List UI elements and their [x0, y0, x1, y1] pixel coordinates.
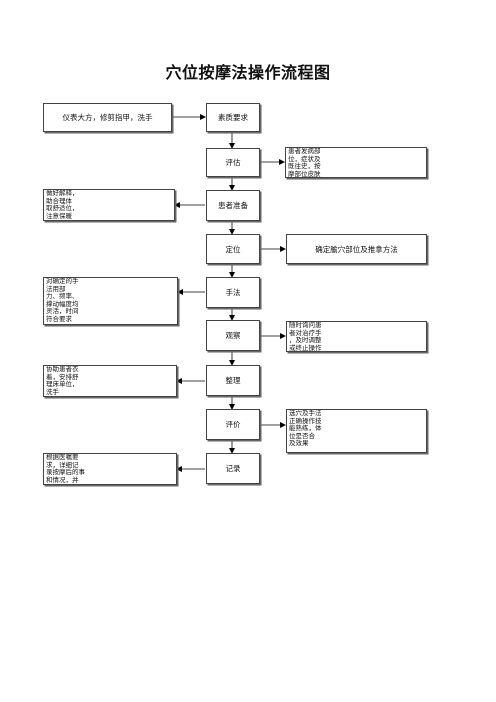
step-box-s3: 患者准备 — [206, 190, 260, 221]
note-box-n7: 协助患者衣 着，安排舒 理床单位， 洗手 — [43, 365, 177, 397]
note-box-n6: 随时询问患 者对治疗手 ，及时调整 或终止操作 — [286, 321, 427, 352]
note-text: 做好解释， 助合理体 取舒适位， 注意保暖 — [46, 189, 79, 220]
step-label: 手法 — [225, 288, 241, 297]
step-label: 评估 — [225, 158, 241, 167]
step-label: 整理 — [225, 376, 241, 385]
step-label: 记录 — [225, 464, 241, 473]
step-box-s5: 手法 — [206, 277, 260, 308]
step-label: 患者准备 — [218, 201, 248, 210]
page-title: 穴位按摩法操作流程图 — [165, 63, 331, 82]
note-text: 协助患者衣 着，安排舒 理床单位， 洗手 — [46, 365, 79, 396]
note-box-n1: 仪表大方，修剪指甲，洗手 — [43, 103, 172, 132]
note-text: 确定腧穴部位及推拿方法 — [315, 244, 398, 254]
note-text: 患者发病部 位，症状及 既往史，按 摩部位皮肤 — [288, 147, 321, 178]
step-label: 素质要求 — [218, 113, 248, 122]
step-box-s9: 记录 — [206, 453, 260, 484]
step-label: 评价 — [225, 420, 241, 429]
note-text: 根据医嘱要 求，详细记 录按摩后的事 和情况，并 — [46, 453, 85, 484]
step-box-s1: 素质要求 — [206, 103, 260, 132]
note-box-n5: 对确定的手 法用部 力、频率、 撑动幅度均 灵活，时间 符合要求 — [43, 277, 178, 325]
step-label: 定位 — [225, 244, 241, 254]
step-box-s7: 整理 — [206, 365, 260, 396]
note-text: 对确定的手 法用部 力、频率、 撑动幅度均 灵活，时间 符合要求 — [46, 277, 79, 323]
step-box-s6: 观察 — [206, 320, 260, 351]
note-box-n9: 根据医嘱要 求，详细记 录按摩后的事 和情况，并 — [43, 453, 177, 485]
note-box-n8: 选穴及手法 正确操作技 能熟练，体 位是否合 及效果 — [286, 409, 427, 453]
step-box-s8: 评价 — [206, 409, 260, 440]
step-box-s2: 评估 — [206, 148, 260, 177]
step-box-s4: 定位 — [206, 234, 260, 264]
note-box-n4: 确定腧穴部位及推拿方法 — [286, 234, 427, 264]
note-text: 选穴及手法 正确操作技 能熟练，体 位是否合 及效果 — [289, 409, 322, 447]
note-box-n2: 患者发病部 位，症状及 既往史，按 摩部位皮肤 — [285, 147, 427, 178]
note-text: 随时询问患 者对治疗手 ，及时调整 或终止操作 — [289, 321, 322, 352]
step-label: 观察 — [225, 331, 241, 340]
note-text: 仪表大方，修剪指甲，洗手 — [62, 113, 153, 122]
note-box-n3: 做好解释， 助合理体 取舒适位， 注意保暖 — [43, 189, 175, 221]
